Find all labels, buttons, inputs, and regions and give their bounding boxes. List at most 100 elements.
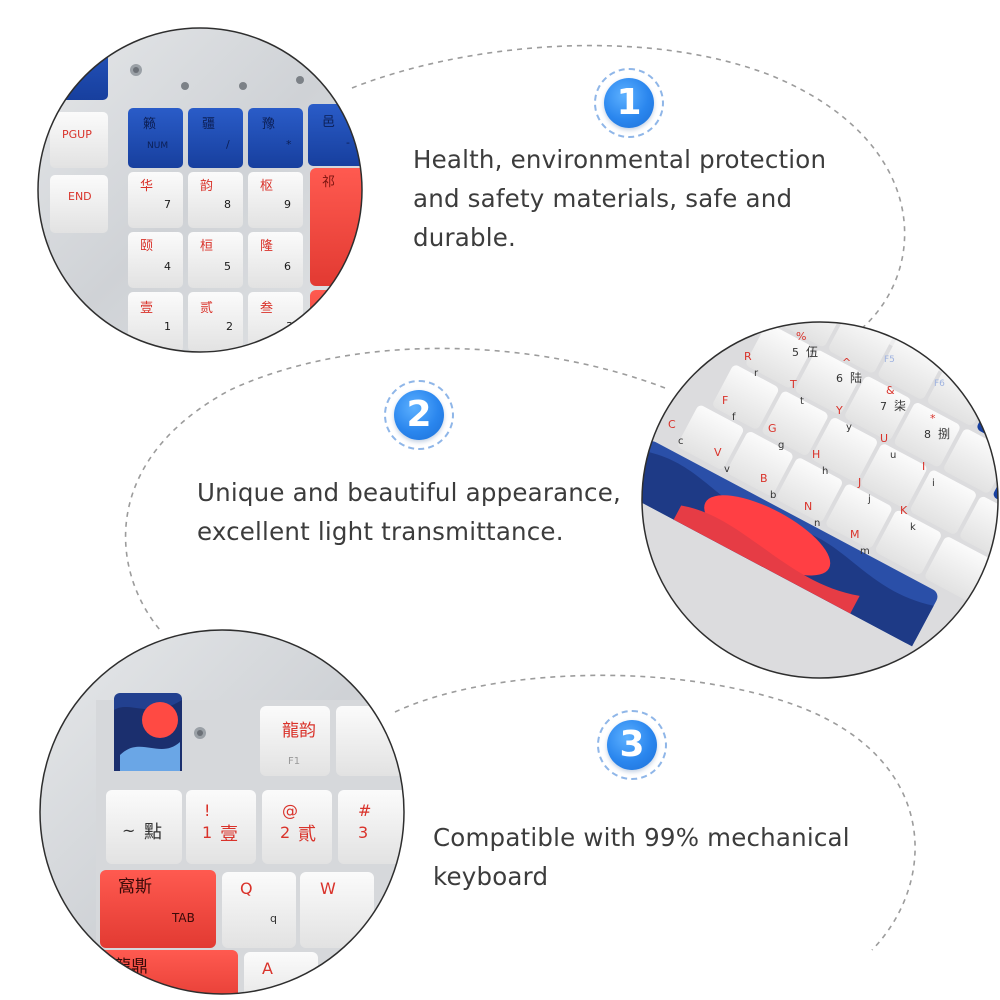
key-6-glyph: 隆 <box>260 239 273 254</box>
key-7-label: 7 <box>164 198 171 211</box>
dashed-connector-lines <box>124 44 916 951</box>
key-6-label: 6 <box>284 260 291 273</box>
key-j-label: J <box>857 476 861 489</box>
key-5-label: 5 <box>224 260 231 273</box>
key-asterisk-label: * <box>930 412 936 425</box>
key-y-lower: y <box>846 422 852 433</box>
key-minus-glyph: 邑 <box>322 115 335 130</box>
key-8-label: 8 <box>924 428 931 441</box>
feature-2-badge: 2 <box>384 380 454 450</box>
key-7-label: 7 <box>880 400 887 413</box>
key-pgup-label: PGUP <box>62 128 92 141</box>
key-u-lower: u <box>890 450 896 461</box>
key-v-lower: v <box>724 464 730 475</box>
key-star-glyph: 豫 <box>262 117 275 132</box>
key-7-glyph: 柒 <box>894 399 906 413</box>
feature-3-line-2: keyboard <box>433 862 549 891</box>
key-8-glyph: 捌 <box>938 426 950 441</box>
key-2-glyph: 貳 <box>298 824 316 845</box>
key-num-glyph: 籁 <box>143 117 156 132</box>
key-f5-label: F5 <box>884 355 895 365</box>
feature-3-line-1: Compatible with 99% mechanical <box>433 823 850 852</box>
key-9-label: 9 <box>284 198 291 211</box>
key-tab-label: TAB <box>171 911 195 925</box>
feature-3-number: 3 <box>607 720 657 770</box>
key-num-label: NUM <box>147 141 168 151</box>
key-w-label: W <box>320 879 336 898</box>
key-y-label: Y <box>835 404 843 417</box>
feature-1-badge: 1 <box>594 68 664 138</box>
key-v-label: V <box>714 446 722 459</box>
key-n-label: N <box>804 500 812 513</box>
photo-keyboard-corner: 龍韵 F1 ~ 點 ! 1 壹 @ 2 貳 # 3 窩斯 TAB Q q W 龍… <box>40 630 404 994</box>
key-9-glyph: 枢 <box>260 179 273 194</box>
key-caret-label: ^ <box>842 356 851 369</box>
key-star-label: * <box>286 138 292 151</box>
feature-2-description: Unique and beautiful appearance, excelle… <box>197 473 621 551</box>
feature-1-description: Health, environmental protection and saf… <box>413 140 826 257</box>
key-6-label: 6 <box>836 372 843 385</box>
key-n-lower: n <box>814 518 820 529</box>
feature-2-line-1: Unique and beautiful appearance, <box>197 478 621 507</box>
key-minus-label: - <box>346 136 350 149</box>
key-q-lower: q <box>270 912 277 925</box>
key-hash-label: # <box>358 801 371 820</box>
feature-3-description: Compatible with 99% mechanical keyboard <box>433 818 850 896</box>
key-slash-glyph: 疆 <box>202 117 215 132</box>
key-f1-label: F1 <box>288 756 300 767</box>
feature-3-badge-ring <box>597 710 667 780</box>
key-plus-glyph: 祁 <box>322 175 335 190</box>
key-b-lower: b <box>770 490 776 501</box>
feature-1-number: 1 <box>604 78 654 128</box>
key-1-glyph: 壹 <box>220 824 238 845</box>
key-f6-label: F6 <box>934 379 945 389</box>
key-tilde-label: ~ <box>122 821 135 840</box>
key-bang-label: ! <box>204 801 210 820</box>
key-amp-label: & <box>886 384 895 397</box>
key-k-lower: k <box>910 522 916 533</box>
key-3-glyph: 叁 <box>260 300 273 316</box>
key-m-lower: m <box>860 546 870 557</box>
feature-1-line-3: durable. <box>413 223 516 252</box>
photo-numpad: PGUP END 籁 NUM 疆 / 豫 * 邑 - 祁 + 瑞 华 7 韵 8… <box>38 28 362 352</box>
key-5-label: 5 <box>792 346 799 359</box>
key-g-label: G <box>768 422 777 435</box>
dashed-curve-2 <box>124 347 666 631</box>
key-i-lower: i <box>932 478 935 489</box>
key-tab-glyph: 窩斯 <box>118 877 152 897</box>
key-1-label: 1 <box>202 823 212 842</box>
key-h-lower: h <box>822 466 828 477</box>
feature-2-number: 2 <box>394 390 444 440</box>
key-slash-label: / <box>226 138 230 151</box>
key-percent-label: % <box>796 330 806 343</box>
feature-2-line-2: excellent light transmittance. <box>197 517 564 546</box>
key-tilde-glyph: 點 <box>144 822 162 843</box>
key-f1-glyph: 龍韵 <box>282 721 316 741</box>
key-2-glyph: 贰 <box>200 300 213 316</box>
key-k-label: K <box>900 504 908 517</box>
feature-2-badge-ring <box>384 380 454 450</box>
key-a-label: A <box>262 959 273 978</box>
photo-keyboard-corner-frame <box>39 629 405 995</box>
key-2-label: 2 <box>280 823 290 842</box>
key-4-glyph: 颐 <box>140 239 153 254</box>
key-r-lower: r <box>754 368 759 379</box>
key-u-label: U <box>880 432 888 445</box>
photo-angled-keyboard-frame <box>641 321 999 679</box>
key-1-glyph: 壹 <box>140 301 153 316</box>
key-b-label: B <box>760 472 768 485</box>
key-5-glyph: 桓 <box>200 239 213 254</box>
key-t-lower: t <box>800 396 804 407</box>
key-end-label: END <box>68 190 92 203</box>
key-c-lower: c <box>678 436 684 447</box>
key-1-label: 1 <box>164 320 171 333</box>
dashed-curve-1 <box>351 44 906 331</box>
key-i-label: I <box>922 460 925 473</box>
key-6-glyph: 陆 <box>850 370 862 385</box>
key-3-label: 3 <box>358 823 368 842</box>
key-f-lower: f <box>732 412 736 423</box>
key-at-label: @ <box>282 801 298 820</box>
dashed-curve-3 <box>394 674 916 951</box>
key-enter-glyph: 瑞 <box>322 297 335 312</box>
